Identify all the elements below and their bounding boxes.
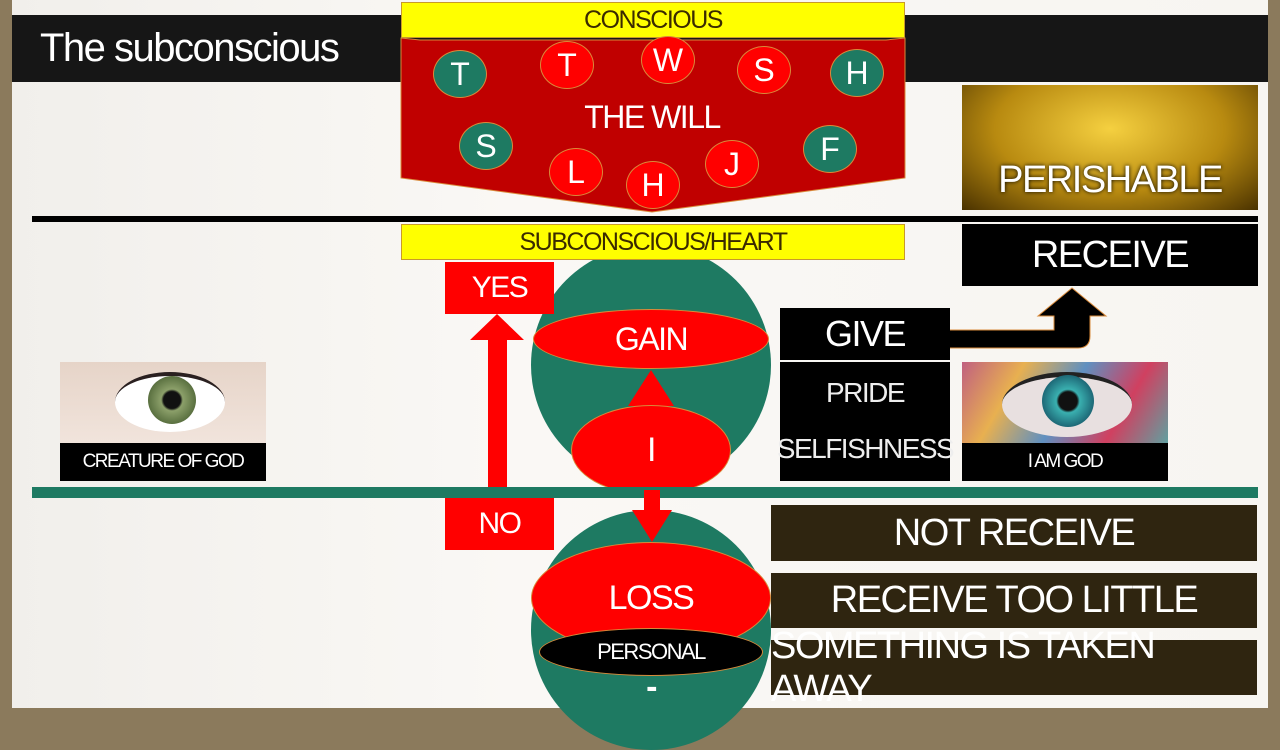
- pride-label: PRIDE: [825, 377, 906, 408]
- up-arrow-i-to-gain: [628, 370, 674, 406]
- will-circle: S: [737, 46, 791, 94]
- will-circle: J: [705, 140, 759, 188]
- will-circle: F: [803, 125, 857, 173]
- mosaic-eye-image: [962, 362, 1168, 443]
- pride-selfishness-box: PRIDE SELFISHNESS: [776, 362, 955, 481]
- minus-sign: -: [646, 667, 657, 706]
- gain-ellipse: GAIN: [533, 309, 769, 369]
- receive-box: RECEIVE: [962, 224, 1258, 286]
- natural-eye-image: [60, 362, 266, 443]
- outcome-not-receive: NOT RECEIVE: [771, 505, 1257, 561]
- perishable-treasure-image: PERISHABLE: [962, 85, 1258, 210]
- subconscious-label: SUBCONSCIOUS/HEART: [401, 224, 905, 260]
- selfishness-label: SELFISHNESS: [776, 433, 955, 464]
- outcome-something-taken: SOMETHING IS TAKEN AWAY: [771, 625, 1257, 710]
- will-circle: W: [641, 36, 695, 84]
- conscious-label: CONSCIOUS: [401, 2, 905, 38]
- outcome-receive-too-little: RECEIVE TOO LITTLE: [771, 573, 1257, 628]
- i-ellipse: I: [571, 405, 731, 495]
- i-am-god-caption: I AM GOD: [962, 443, 1168, 481]
- conscious-divider: [32, 216, 1258, 222]
- slide-title: The subconscious: [40, 25, 340, 70]
- will-circle: T: [433, 50, 487, 98]
- will-circle: T: [540, 41, 594, 89]
- will-label: THE WILL: [584, 98, 721, 135]
- will-circle: H: [830, 49, 884, 97]
- personal-ellipse: PERSONAL: [539, 628, 763, 676]
- no-box: NO: [445, 498, 554, 550]
- give-to-receive-arrow: [940, 287, 1108, 349]
- will-circle: S: [459, 122, 513, 170]
- will-circle: H: [626, 161, 680, 209]
- no-to-yes-arrow: [470, 314, 524, 504]
- yes-box: YES: [445, 262, 554, 314]
- down-arrow-i-to-loss: [632, 490, 672, 542]
- give-box: GIVE: [780, 308, 950, 360]
- creature-of-god-caption: CREATURE OF GOD: [60, 443, 266, 481]
- will-circle: L: [549, 148, 603, 196]
